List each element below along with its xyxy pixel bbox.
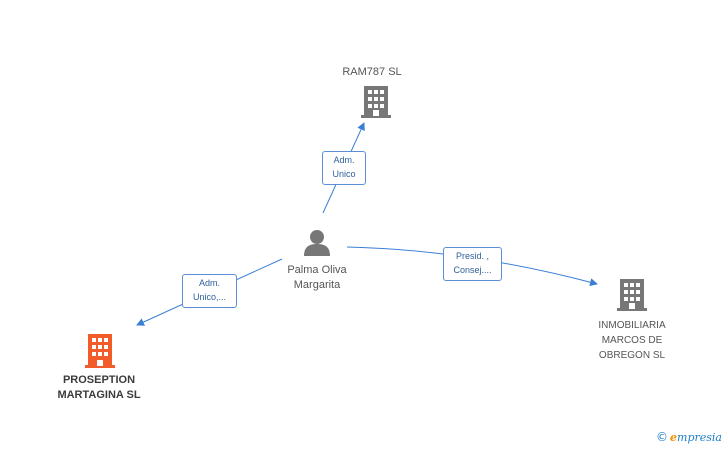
inmob-name-line1: INMOBILIARIA — [598, 320, 666, 331]
building-icon[interactable] — [617, 279, 647, 311]
brand-name: mpresia — [677, 431, 722, 444]
person-icon[interactable] — [303, 228, 331, 256]
brand-initial: e — [670, 431, 678, 444]
copyright-symbol: © — [656, 430, 669, 444]
edge-label-prosep-line1: Adm. — [198, 278, 220, 288]
edge-label-ram787[interactable]: Adm. Unico — [322, 151, 366, 185]
edge-label-inmob-line2: Consej.... — [453, 265, 492, 275]
node-inmob-label[interactable]: INMOBILIARIA MARCOS DE OBREGON SL — [582, 318, 682, 363]
building-icon[interactable] — [361, 86, 391, 118]
prosep-name-line1: PROSEPTION — [62, 374, 136, 386]
inmob-name-line2: MARCOS DE — [601, 335, 663, 346]
node-person-label[interactable]: Palma Oliva Margarita — [262, 263, 372, 293]
edge-label-inmob[interactable]: Presid. , Consej.... — [443, 247, 502, 281]
edge-label-ram787-line2: Unico — [332, 169, 356, 179]
person-name-line1: Palma Oliva — [287, 264, 347, 276]
prosep-name-line2: MARTAGINA SL — [57, 389, 141, 401]
inmob-name-line3: OBREGON SL — [598, 350, 666, 361]
node-ram787-label[interactable]: RAM787 SL — [342, 66, 402, 78]
edge-label-prosep[interactable]: Adm. Unico,... — [182, 274, 237, 308]
edge-label-prosep-line2: Unico,... — [192, 292, 226, 302]
edge-label-inmob-line1: Presid. , — [455, 251, 489, 261]
node-prosep-label[interactable]: PROSEPTION MARTAGINA SL — [37, 373, 161, 403]
empresia-logo: ©empresia — [656, 430, 722, 444]
edge-label-ram787-line1: Adm. — [333, 155, 355, 165]
person-name-line2: Margarita — [293, 279, 341, 291]
building-icon[interactable] — [85, 334, 115, 368]
